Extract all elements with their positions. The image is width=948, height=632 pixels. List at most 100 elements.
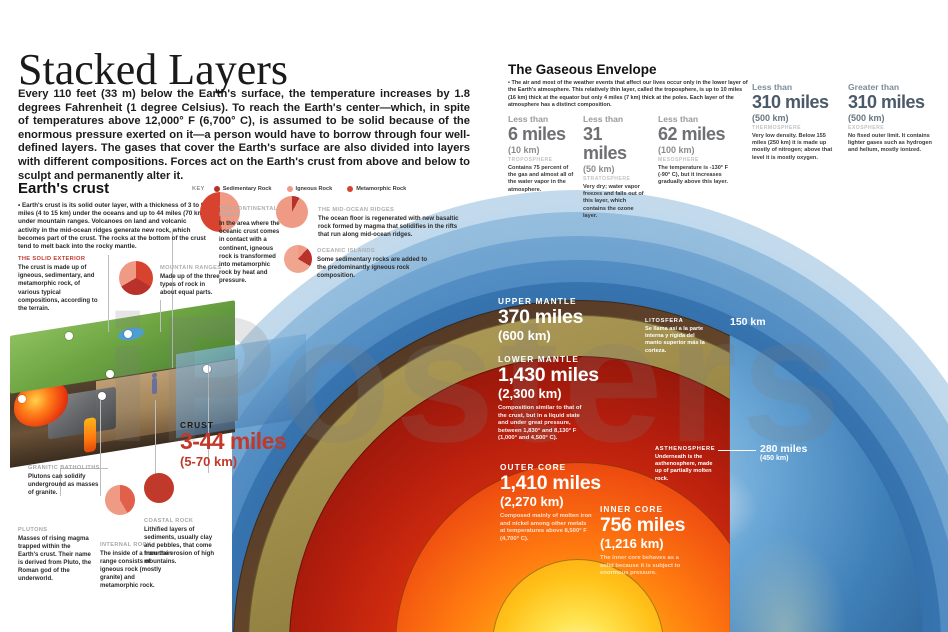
leader-line-continental-shelf (172, 230, 173, 368)
atmosphere-column-stratosphere: Less than 31 miles (50 km) STRATOSPHERE … (583, 114, 649, 220)
page-title: Stacked Layers (18, 45, 288, 94)
mesosphere-name: MESOSPHERE (658, 157, 699, 163)
mesosphere-metric: (100 km) (658, 145, 695, 155)
terrain-node-4 (98, 392, 106, 400)
label-inner-core: INNER CORE 756 miles (1,216 km) The inne… (600, 504, 692, 578)
callout-mountain-ranges-body: Made up of the three types of rock in ab… (160, 273, 220, 297)
stratosphere-metric: (50 km) (583, 164, 615, 174)
callout-granitic-batholiths-title: GRANITIC BATHOLITHS (28, 465, 100, 471)
pie-chart-coastal-rock (144, 473, 174, 503)
troposphere-value: 6 miles (508, 124, 566, 144)
callout-plutons-title: PLUTONS (18, 527, 48, 533)
annotation-litosfera: LITOSFERA Se llama así a la parte intern… (645, 318, 707, 355)
callout-plutons: PLUTONS Masses of rising magma trapped w… (18, 527, 92, 584)
troposphere-qualifier: Less than (508, 114, 549, 124)
terrain-node-1 (65, 332, 73, 340)
crust-label-value: 3-44 miles (180, 428, 287, 454)
leader-line-batholiths (60, 468, 61, 496)
callout-mid-ocean-ridges-body: The ocean floor is regenerated with new … (318, 215, 459, 239)
inner-core-metric: (1,216 km) (600, 536, 664, 551)
rock-type-legend: KEY Sedimentary Rock Igneous Rock Metamo… (192, 186, 416, 192)
callout-continental-shelf: THE CONTINENTAL SHELF In the area where … (219, 206, 281, 286)
asthenosphere-name: ASTHENOSPHERE (655, 446, 716, 452)
terrain-magma-pipe (84, 417, 96, 453)
outer-core-metric: (2,270 km) (500, 494, 564, 509)
atmosphere-column-thermosphere: Less than 310 miles (500 km) THERMOSPHER… (752, 82, 834, 162)
callout-internal-rock-title: INTERNAL ROCK (100, 542, 152, 548)
thermosphere-name: THERMOSPHERE (752, 125, 802, 131)
leader-line-internal-rock (155, 400, 156, 486)
legend-item-sedimentary-label: Sedimentary Rock (222, 186, 272, 192)
atmosphere-column-mesosphere: Less than 62 miles (100 km) MESOSPHERE T… (658, 114, 728, 187)
callout-solid-exterior-title: THE SOLID EXTERIOR (18, 256, 86, 262)
leader-line-batholiths-h (60, 468, 108, 469)
inner-core-desc: The inner core behaves as a solid becaus… (600, 555, 681, 577)
callout-mid-ocean-ridges: THE MID-OCEAN RIDGES The ocean floor is … (318, 207, 470, 240)
terrain-human-figure (152, 377, 157, 395)
annotation-asthenosphere-distance: 280 miles (450 km) (760, 443, 807, 462)
callout-oceanic-islands-body: Some sedimentary rocks are added to the … (317, 256, 428, 280)
intro-paragraph: Every 110 feet (33 m) below the Earth's … (18, 88, 470, 182)
annotation-litosfera-distance: 150 km (730, 316, 766, 328)
mesosphere-value: 62 miles (658, 124, 726, 144)
callout-continental-shelf-title: THE CONTINENTAL SHELF (219, 206, 278, 218)
crust-label-metric: (5-70 km) (180, 454, 238, 469)
upper-mantle-metric: (600 km) (498, 328, 551, 343)
sedimentary-swatch-icon (213, 186, 220, 192)
label-outer-core: OUTER CORE 1,410 miles (2,270 km) Compos… (500, 462, 601, 543)
legend-item-metamorphic-label: Metamorphic Rock (356, 186, 407, 192)
asthenosphere-distance-miles: 280 miles (760, 443, 808, 455)
legend-item-igneous-label: Igneous Rock (295, 186, 333, 192)
thermosphere-metric: (500 km) (752, 113, 789, 123)
earth-cutaway-wedge (233, 300, 730, 632)
inner-core-value: 756 miles (600, 514, 686, 536)
litosfera-name: LITOSFERA (645, 318, 684, 324)
outer-core-desc: Composed mainly of molten iron and nicke… (500, 513, 592, 542)
stratosphere-name: STRATOSPHERE (583, 176, 631, 182)
crust-section: Earth's crust • Earth's crust is its sol… (18, 180, 208, 251)
terrain-node-3 (106, 370, 114, 378)
atmosphere-column-troposphere: Less than 6 miles (10 km) TROPOSPHERE Co… (508, 114, 574, 194)
callout-coastal-rock-title: COASTAL ROCK (144, 518, 194, 524)
legend-item-sedimentary: Sedimentary Rock (213, 186, 272, 192)
litosfera-body: Se llama así a la parte interna y rígida… (645, 326, 705, 354)
callout-mountain-ranges: MOUNTAIN RANGES Made up of the three typ… (160, 265, 222, 298)
callout-granitic-batholiths-body: Plutons can solidify underground as mass… (28, 473, 99, 497)
callout-solid-exterior: THE SOLID EXTERIOR The crust is made up … (18, 256, 102, 313)
gaseous-envelope-intro: • The air and most of the weather events… (508, 80, 748, 108)
stratosphere-qualifier: Less than (583, 114, 624, 124)
terrain-node-6 (203, 365, 211, 373)
leader-line-asthenosphere (718, 450, 756, 451)
metamorphic-swatch-icon (347, 186, 354, 192)
mesosphere-desc: The temperature is -130° F (-90° C), but… (658, 165, 729, 186)
atmosphere-column-exosphere: Greater than 310 miles (500 km) EXOSPHER… (848, 82, 934, 155)
thermosphere-qualifier: Less than (752, 82, 793, 92)
leader-line-mountain-ranges (160, 300, 161, 332)
exosphere-qualifier: Greater than (848, 82, 900, 92)
stratosphere-desc: Very dry; water vapor freezes and falls … (583, 184, 644, 219)
lower-mantle-desc: Composition similar to that of the crust… (498, 405, 582, 442)
thermosphere-value: 310 miles (752, 92, 829, 112)
troposphere-metric: (10 km) (508, 145, 540, 155)
crust-terrain-block (0, 300, 306, 485)
legend-item-metamorphic: Metamorphic Rock (347, 186, 406, 192)
asthenosphere-distance-km: (450 km) (760, 455, 789, 462)
lower-mantle-name: LOWER MANTLE (498, 354, 579, 364)
label-lower-mantle: LOWER MANTLE 1,430 miles (2,300 km) Comp… (498, 354, 599, 443)
earth-cutaway-illustration (232, 182, 948, 632)
callout-mountain-ranges-title: MOUNTAIN RANGES (160, 265, 222, 271)
outer-core-value: 1,410 miles (500, 472, 601, 494)
mesosphere-qualifier: Less than (658, 114, 699, 124)
label-crust: CRUST 3-44 miles (5-70 km) (180, 420, 287, 470)
pie-chart-internal-rock (105, 485, 135, 515)
callout-mid-ocean-ridges-title: THE MID-OCEAN RIDGES (318, 207, 395, 213)
outer-core-name: OUTER CORE (500, 462, 567, 472)
thermosphere-desc: Very low density. Below 155 miles (250 k… (752, 133, 833, 161)
upper-mantle-value: 370 miles (498, 306, 584, 328)
callout-plutons-body: Masses of rising magma trapped within th… (18, 535, 92, 583)
callout-coastal-rock: COASTAL ROCK Lithified layers of sedimen… (144, 518, 218, 566)
gaseous-envelope-heading: The Gaseous Envelope (508, 62, 657, 77)
legend-label: KEY (192, 186, 205, 192)
asthenosphere-body: Underneath is the asthenosphere, made up… (655, 454, 713, 482)
